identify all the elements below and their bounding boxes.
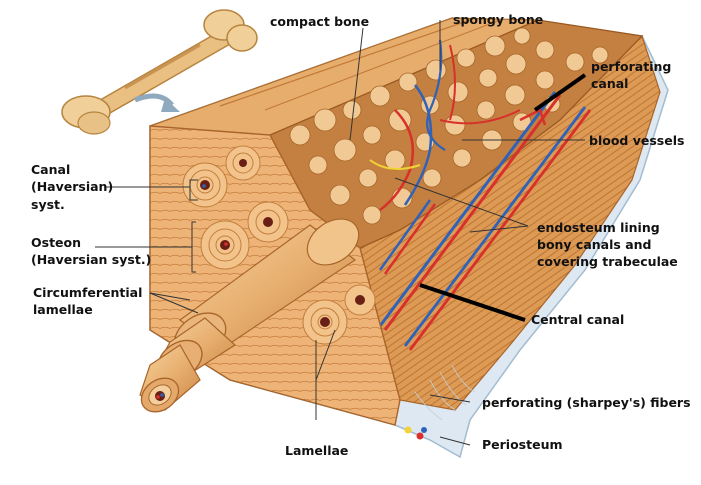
label-central-canal: Central canal [531,312,625,327]
label-compact-bone: compact bone [270,14,370,29]
label-osteon-line2: (Haversian syst.) [31,252,152,267]
central-canal-vessel [383,94,562,331]
bone-thumbnail-icon [61,9,258,135]
label-lamellae: Lamellae [285,443,349,458]
label-endosteum-line3: covering trabeculae [537,254,678,269]
label-canal-line2: (Haversian) [31,179,114,194]
label-endosteum-line1: endosteum lining [537,220,660,235]
label-periosteum: Periosteum [482,437,563,452]
label-perforating-canal-line1: perforating [591,59,672,74]
label-endosteum-line2: bony canals and [537,237,652,252]
label-blood-vessels: blood vessels [589,133,685,148]
label-perforating-canal-line2: canal [591,76,629,91]
telescoped-osteon [139,218,360,413]
osteon-cluster [182,145,376,345]
label-canal-line1: Canal [31,162,71,177]
label-spongy-bone: spongy bone [453,12,544,27]
label-perforating-fibers: perforating (sharpey's) fibers [482,395,691,410]
label-circumferential-line2: lamellae [33,302,93,317]
label-osteon-line1: Osteon [31,235,82,250]
label-circumferential-line1: Circumferential [33,285,143,300]
label-canal-line3: syst. [31,197,65,212]
